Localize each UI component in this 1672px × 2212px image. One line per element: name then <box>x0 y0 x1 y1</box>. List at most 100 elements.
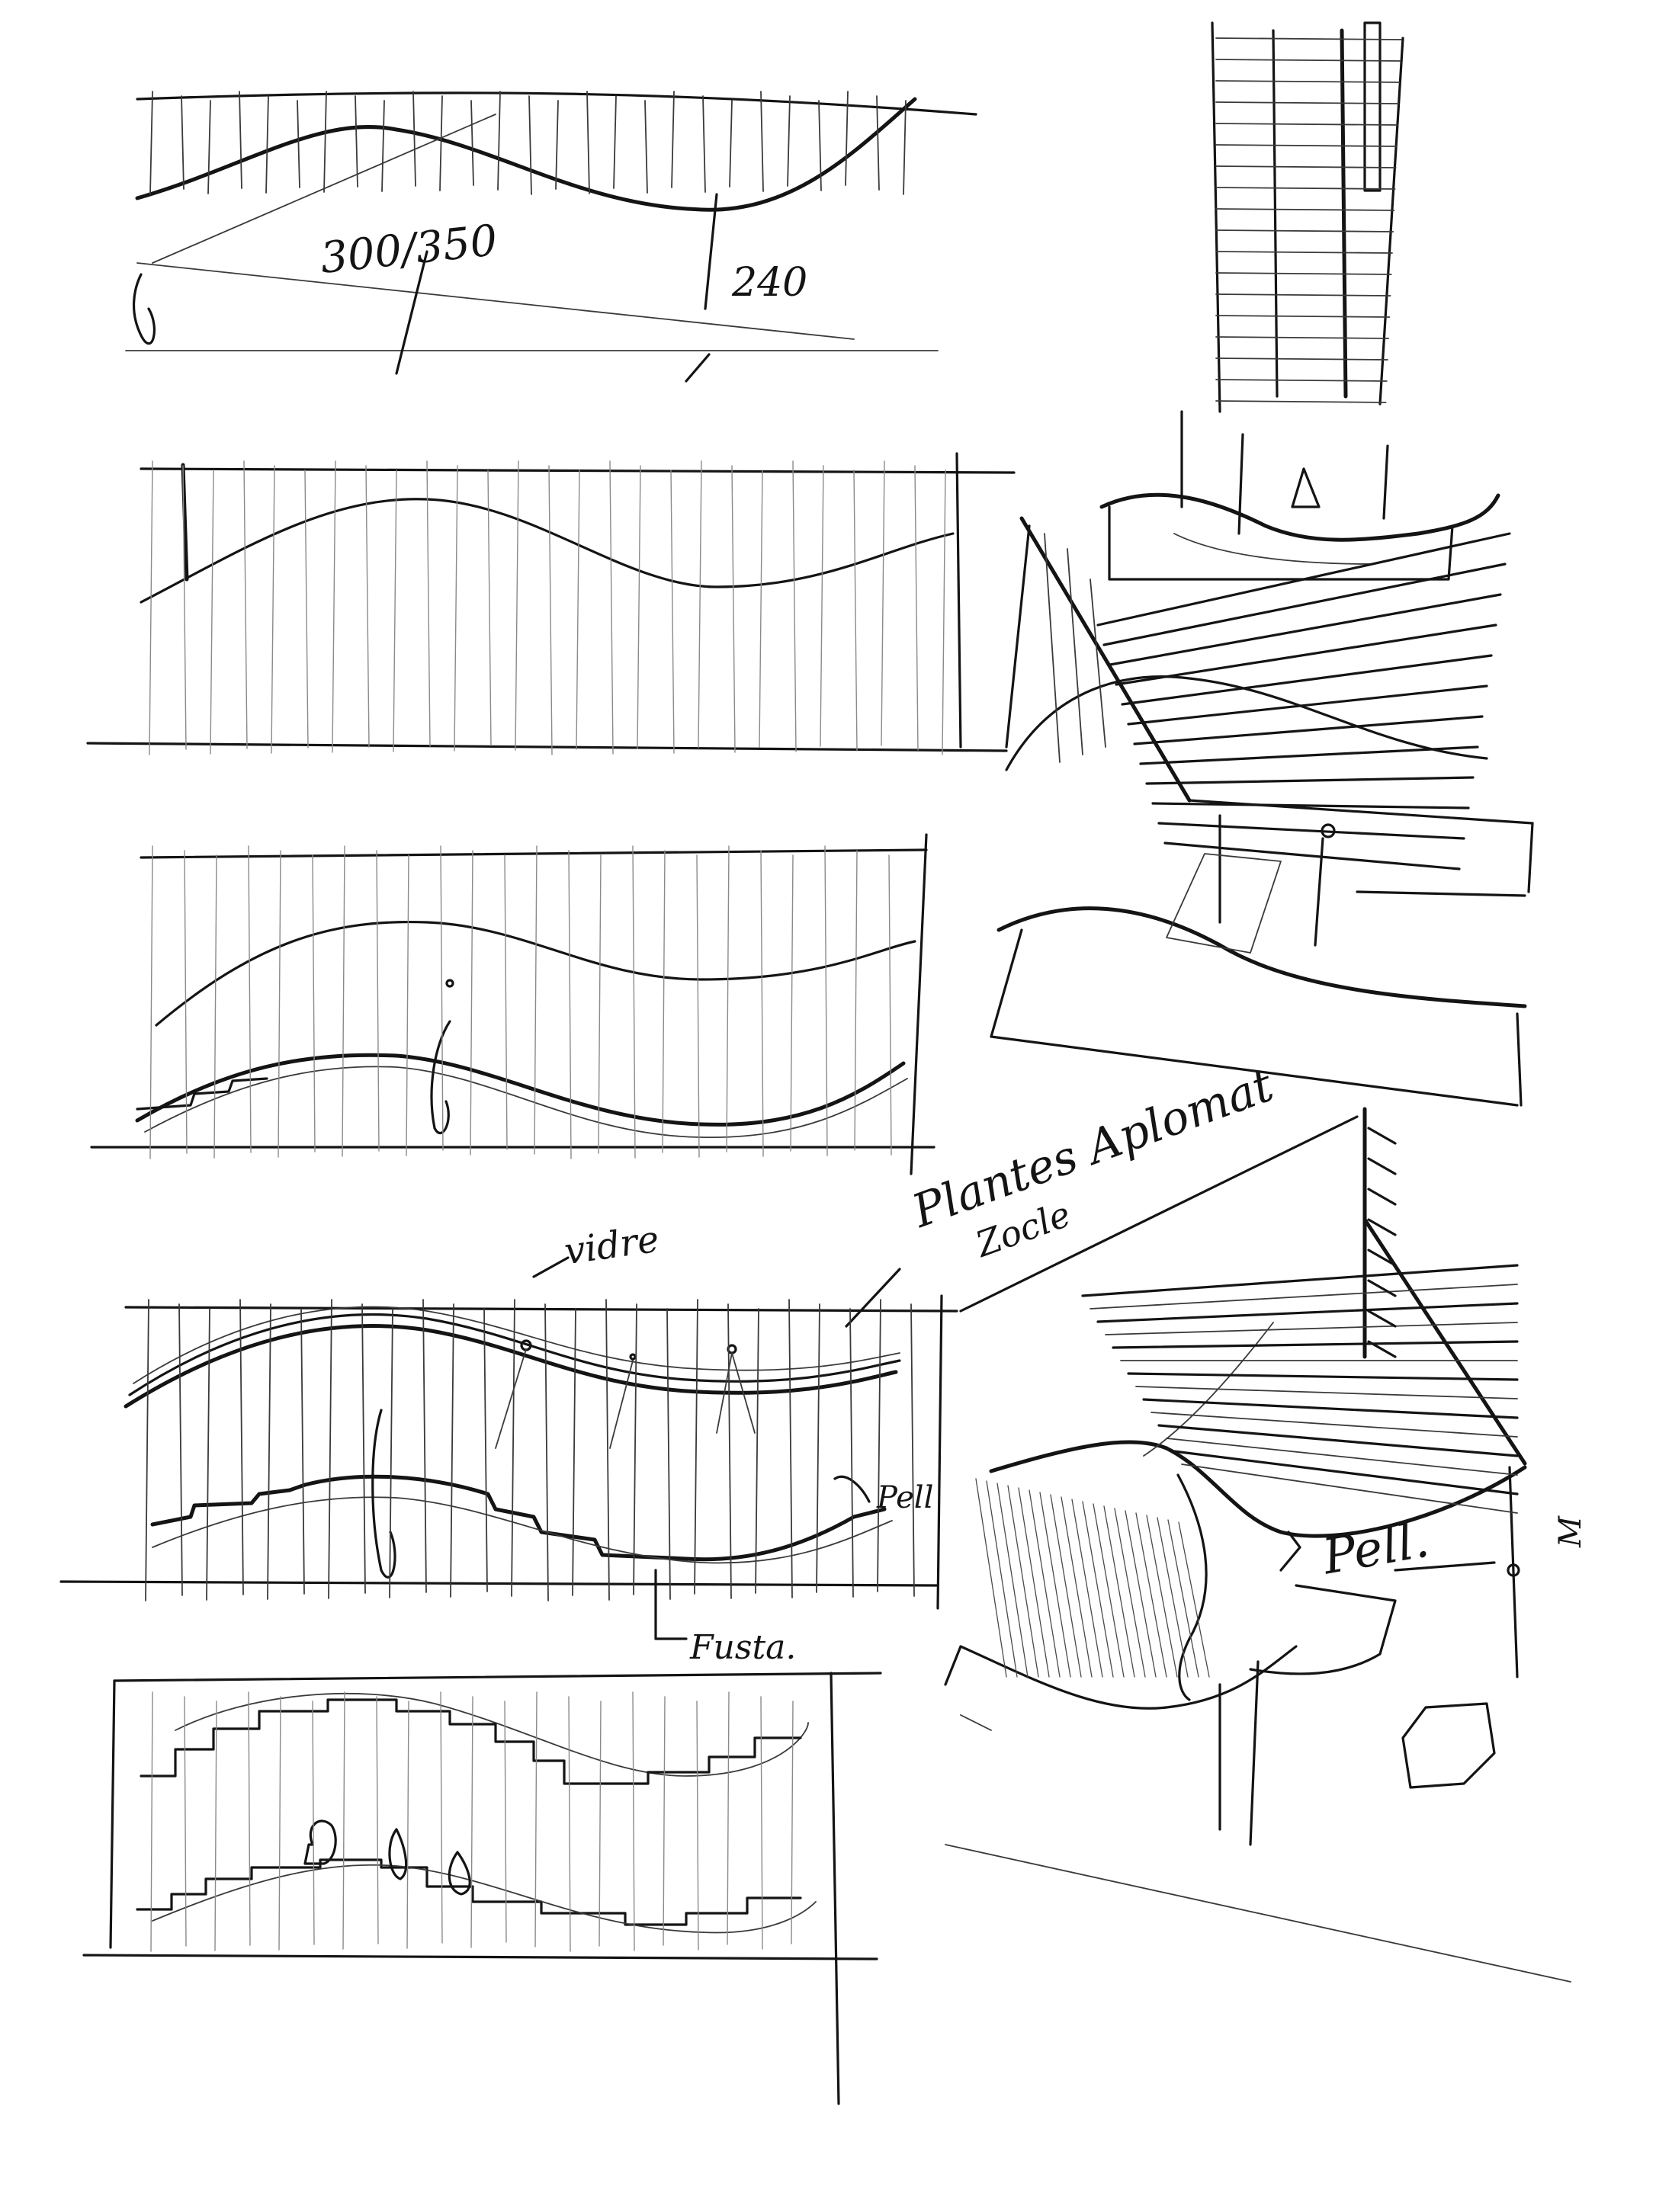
pencil-stroke <box>323 91 327 193</box>
pencil-stroke <box>389 1308 393 1598</box>
pencil-stroke <box>1093 1503 1125 1678</box>
pencil-stroke <box>671 91 675 188</box>
pencil-stroke <box>1139 745 1479 765</box>
pencil-stroke <box>213 854 217 1159</box>
pencil-stroke <box>381 100 385 192</box>
pencil-stroke <box>1367 1340 1397 1358</box>
pencil-stroke <box>312 854 316 1152</box>
pencil-stroke <box>729 100 733 188</box>
pencil-stroke <box>663 1696 666 1946</box>
pencil-stroke <box>1215 315 1391 318</box>
pencil-stroke <box>1133 715 1484 745</box>
pencil-stroke <box>406 1701 409 1949</box>
pencil-stroke <box>910 1303 915 1597</box>
pencil-stroke <box>1215 251 1393 254</box>
pencil-stroke <box>376 850 380 1152</box>
pencil-stroke <box>182 465 187 750</box>
pencil-stroke <box>1215 336 1390 339</box>
pencil-stroke <box>666 1308 671 1600</box>
pencil-stroke <box>1112 1340 1519 1349</box>
sketch-section-3 <box>90 833 935 1175</box>
pencil-stroke <box>1367 1218 1397 1236</box>
perspective-facade-top <box>1099 21 1500 581</box>
pencil-stroke <box>214 1701 217 1951</box>
pencil-stroke <box>450 1303 454 1598</box>
pencil-stroke <box>1145 776 1475 785</box>
pencil-stroke <box>544 1303 549 1601</box>
sketch-section-2 <box>86 452 1016 755</box>
pencil-stroke <box>1215 229 1394 232</box>
pencil-stroke <box>145 1299 149 1601</box>
pencil-stroke <box>1081 1264 1519 1297</box>
pencil-stroke <box>760 91 764 192</box>
pencil-stroke <box>1102 563 1507 646</box>
pencil-stroke <box>1215 357 1388 361</box>
pencil-stroke <box>576 470 580 750</box>
pencil-stroke <box>454 465 458 752</box>
pencil-stroke <box>670 470 675 754</box>
dimension-low-label: 240 <box>732 260 808 306</box>
pencil-stroke <box>975 1478 1007 1678</box>
pencil-stroke <box>239 1299 244 1595</box>
pencil-stroke <box>572 1308 576 1596</box>
pencil-stroke <box>555 100 559 190</box>
pencil-stroke <box>792 460 797 752</box>
pencil-stroke <box>1215 80 1401 83</box>
pencil-stroke <box>694 1299 698 1595</box>
pencil-stroke <box>1061 1496 1093 1678</box>
pencil-stroke <box>760 1696 763 1950</box>
pencil-stroke <box>1151 1412 1518 1438</box>
sketch-section-4 <box>59 1256 958 1640</box>
pencil-stroke <box>342 845 345 1157</box>
pencil-stroke <box>534 1691 538 1948</box>
pencil-stroke <box>1082 1501 1114 1678</box>
pencil-stroke <box>662 850 666 1153</box>
pencil-stroke <box>376 1696 379 1944</box>
pencil-stroke <box>1215 187 1396 190</box>
pencil-stroke <box>297 100 300 188</box>
pencil-stroke <box>149 91 153 195</box>
pencil-stroke <box>1215 59 1401 62</box>
pencil-stroke <box>312 1701 315 1945</box>
perspective-stair <box>990 516 1534 1107</box>
pencil-stroke <box>1215 144 1398 147</box>
pencil-stroke <box>267 1303 271 1600</box>
pencil-stroke <box>816 1303 820 1593</box>
pencil-stroke <box>755 1308 759 1594</box>
sketch-section-1 <box>125 91 977 383</box>
pencil-stroke <box>300 1308 305 1595</box>
pencil-stroke <box>818 100 822 191</box>
pencil-stroke <box>278 850 281 1158</box>
pencil-stroke <box>1146 1515 1178 1678</box>
pencil-stroke <box>1103 1505 1135 1678</box>
pencil-stroke <box>1215 272 1392 275</box>
pencil-stroke <box>568 850 572 1159</box>
pencil-stroke <box>1109 593 1502 666</box>
pencil-stroke <box>599 1701 602 1947</box>
pencil-stroke <box>731 465 736 753</box>
pencil-stroke <box>609 460 614 755</box>
pencil-stroke <box>440 845 444 1151</box>
pencil-stroke <box>412 91 416 187</box>
pencil-stroke <box>1157 822 1465 840</box>
pencil-stroke <box>644 100 648 194</box>
pencil-stroke <box>696 1701 699 1951</box>
pencil-stroke <box>605 1299 610 1601</box>
pencil-stroke <box>1071 1499 1103 1678</box>
pencil-stroke <box>504 1701 507 1943</box>
pencil-stroke <box>271 465 275 754</box>
pencil-stroke <box>1215 37 1402 40</box>
pencil-stroke <box>181 95 185 190</box>
pencil-stroke <box>248 1691 251 1946</box>
pencil-stroke <box>328 1299 332 1599</box>
pencil-stroke <box>426 460 431 747</box>
pencil-stroke <box>914 465 919 751</box>
pencil-stroke <box>1096 1302 1519 1323</box>
pencil-stroke <box>1367 1279 1397 1297</box>
pencil-stroke <box>787 95 791 187</box>
pencil-stroke <box>613 95 617 189</box>
pencil-stroke <box>184 850 188 1154</box>
pencil-stroke <box>265 95 269 194</box>
